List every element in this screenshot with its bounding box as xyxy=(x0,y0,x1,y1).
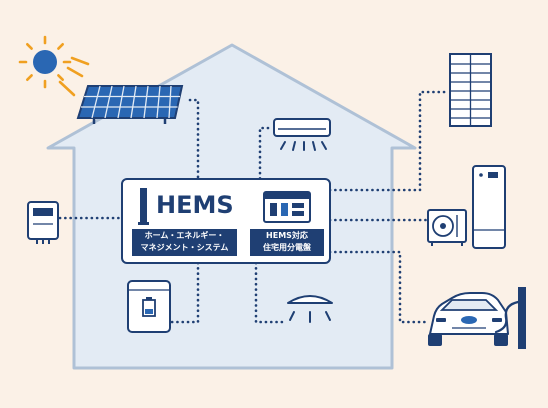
connector-light xyxy=(254,261,288,324)
heat-pump-water-heater-icon xyxy=(427,165,506,249)
hems-title: HEMS xyxy=(156,191,234,219)
connector-building xyxy=(328,90,450,192)
solar-panel-icon xyxy=(76,85,184,124)
apartment-building-icon xyxy=(449,53,492,127)
ev-charger-icon xyxy=(494,287,526,349)
panel-label-bg xyxy=(250,229,324,256)
smart-meter-icon xyxy=(27,201,59,244)
connection-lines xyxy=(58,90,450,324)
hems-system-label-bg xyxy=(132,229,237,256)
connector-aircon xyxy=(258,126,270,182)
connector-battery xyxy=(170,261,200,324)
home-battery-icon xyxy=(127,280,171,333)
hems-monitor-icon xyxy=(138,188,149,225)
panel-label-line1: HEMS対応 xyxy=(266,231,308,240)
ceiling-light-icon xyxy=(287,295,333,323)
hems-system-label-line1: ホーム・エネルギー・ xyxy=(144,231,225,240)
electric-car-icon xyxy=(428,292,509,346)
sun-icon xyxy=(18,35,72,89)
sunlight-rays xyxy=(58,56,90,97)
hems-system-label: ホーム・エネルギー・ マネジメント・システム xyxy=(132,229,237,256)
connector-ev xyxy=(328,250,428,324)
air-conditioner-icon xyxy=(273,118,331,151)
distribution-panel-icon xyxy=(263,191,311,223)
panel-label-line2: 住宅用分電盤 xyxy=(263,243,311,252)
hems-controller-box xyxy=(121,178,331,264)
hems-system-label-line2: マネジメント・システム xyxy=(140,243,229,252)
panel-label: HEMS対応 住宅用分電盤 xyxy=(250,229,324,256)
